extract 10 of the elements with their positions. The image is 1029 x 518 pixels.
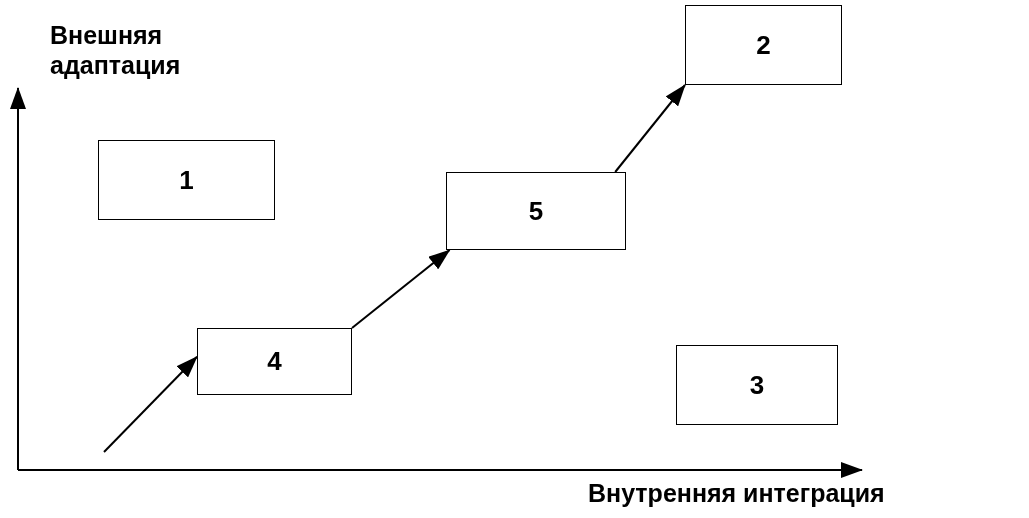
axis-label: Внутренняя интеграция bbox=[588, 478, 886, 508]
number-box: 4 bbox=[197, 328, 352, 395]
arrow bbox=[351, 249, 451, 329]
arrow bbox=[103, 355, 198, 453]
number-box: 1 bbox=[98, 140, 275, 220]
axis-label: Внешняя адаптация bbox=[50, 20, 182, 80]
number-box: 5 bbox=[446, 172, 626, 250]
number-box: 3 bbox=[676, 345, 838, 425]
number-box: 2 bbox=[685, 5, 842, 85]
arrow bbox=[614, 84, 686, 173]
